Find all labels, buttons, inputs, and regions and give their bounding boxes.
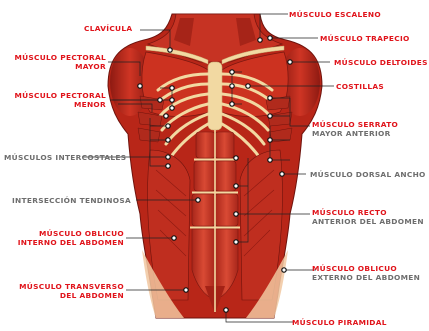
label-serrato-line1: MÚSCULO SERRATO	[312, 120, 398, 129]
label-pectoral-mayor-line1: MÚSCULO PECTORAL	[4, 53, 106, 62]
label-recto-line1: MÚSCULO RECTO	[312, 208, 424, 217]
label-pectoral-menor: MÚSCULO PECTORAL MENOR	[4, 91, 106, 109]
label-costillas: COSTILLAS	[336, 82, 384, 91]
label-recto: MÚSCULO RECTO ANTERIOR DEL ABDOMEN	[312, 208, 424, 226]
label-dorsal: MÚSCULO DORSAL ANCHO	[310, 170, 426, 179]
label-transverso-line2: DEL ABDOMEN	[6, 291, 124, 300]
label-trapecio: MÚSCULO TRAPECIO	[320, 34, 410, 43]
label-oblicuo-externo-line2: EXTERNO DEL ABDOMEN	[312, 273, 420, 282]
label-piramidal: MÚSCULO PIRAMIDAL	[292, 318, 387, 327]
label-pectoral-mayor: MÚSCULO PECTORAL MAYOR	[4, 53, 106, 71]
label-oblicuo-externo-line1: MÚSCULO OBLICUO	[312, 264, 420, 273]
label-deltoides: MÚSCULO DELTOIDES	[334, 58, 428, 67]
label-serrato-line2: MAYOR ANTERIOR	[312, 129, 398, 138]
label-pectoral-mayor-line2: MAYOR	[4, 62, 106, 71]
label-oblicuo-interno-line2: INTERNO DEL ABDOMEN	[6, 238, 124, 247]
label-transverso: MÚSCULO TRANSVERSO DEL ABDOMEN	[6, 282, 124, 300]
label-pectoral-menor-line2: MENOR	[4, 100, 106, 109]
label-escaleno: MÚSCULO ESCALENO	[289, 10, 381, 19]
label-intercostales: MÚSCULOS INTERCOSTALES	[4, 153, 126, 162]
label-serrato: MÚSCULO SERRATO MAYOR ANTERIOR	[312, 120, 398, 138]
label-pectoral-menor-line1: MÚSCULO PECTORAL	[4, 91, 106, 100]
label-clavicula: CLAVÍCULA	[84, 24, 132, 33]
label-recto-line2: ANTERIOR DEL ABDOMEN	[312, 217, 424, 226]
sternum-shape	[208, 62, 222, 130]
label-transverso-line1: MÚSCULO TRANSVERSO	[6, 282, 124, 291]
label-oblicuo-externo: MÚSCULO OBLICUO EXTERNO DEL ABDOMEN	[312, 264, 420, 282]
label-interseccion: INTERSECCIÓN TENDINOSA	[12, 196, 131, 205]
label-oblicuo-interno-line1: MÚSCULO OBLICUO	[6, 229, 124, 238]
label-oblicuo-interno: MÚSCULO OBLICUO INTERNO DEL ABDOMEN	[6, 229, 124, 247]
